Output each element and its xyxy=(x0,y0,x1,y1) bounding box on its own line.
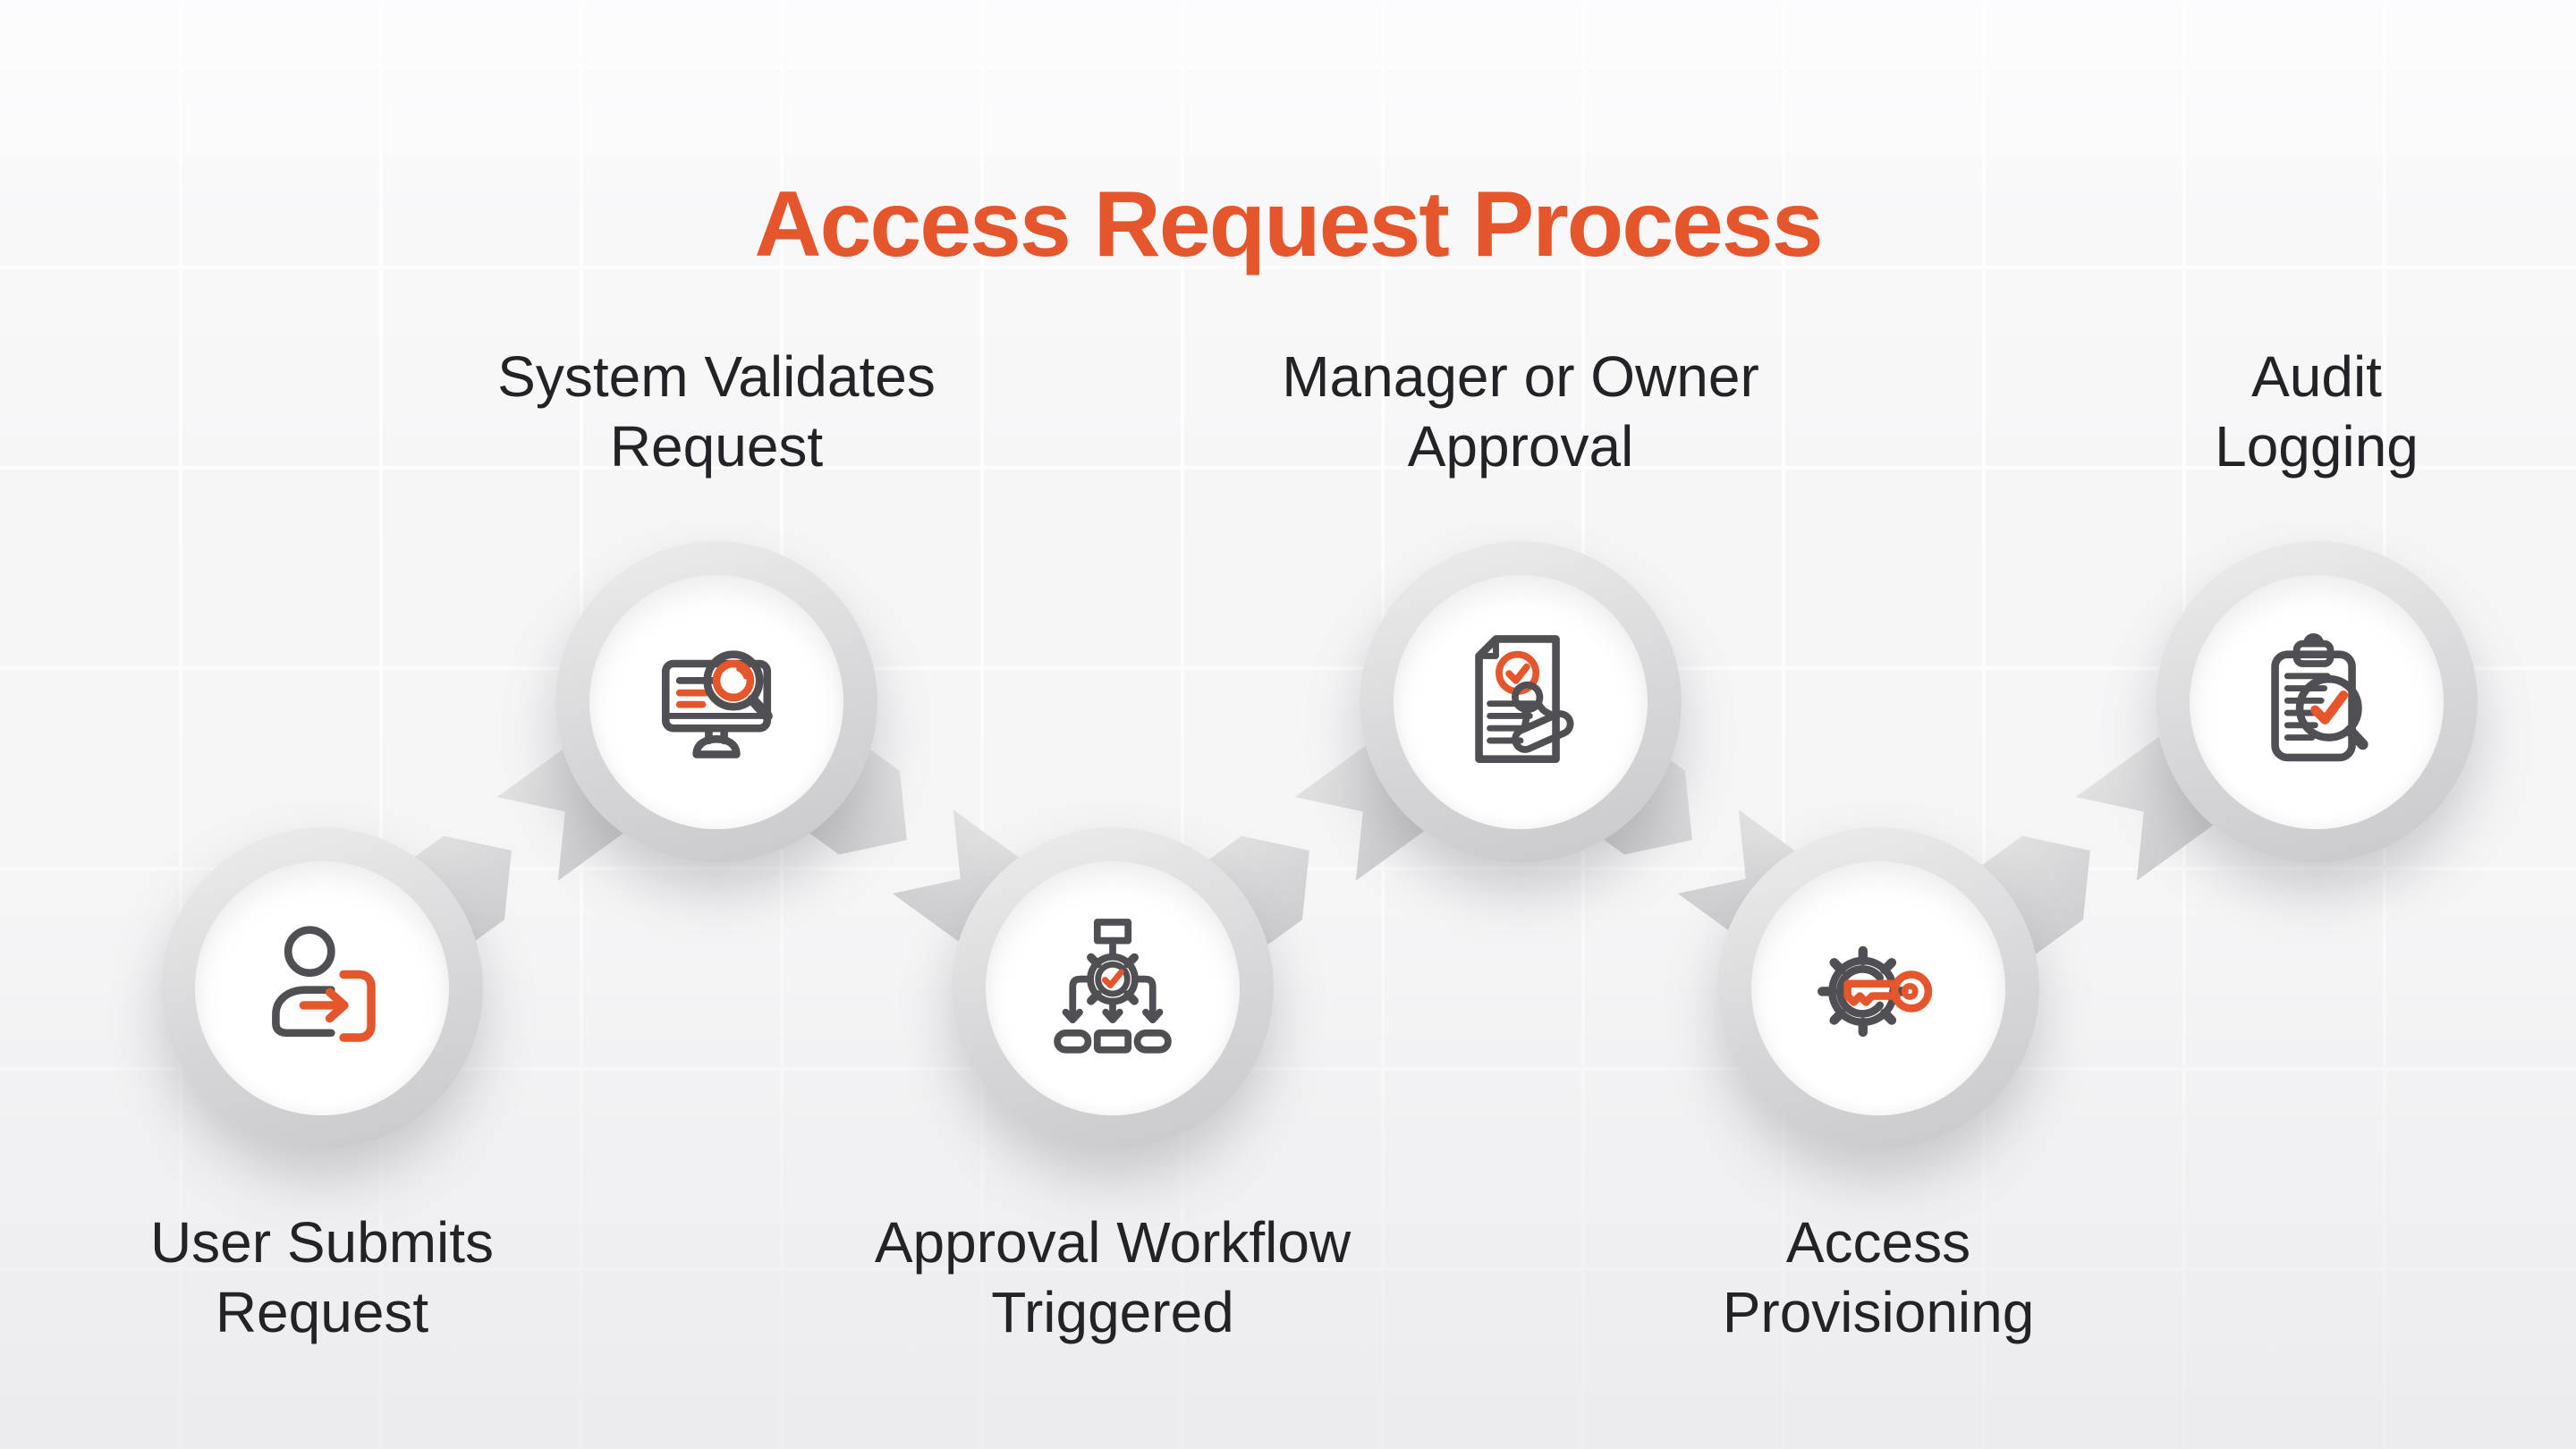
step-ring xyxy=(2156,541,2478,863)
step-node-1 xyxy=(161,827,483,1149)
workflow-gear-check-icon xyxy=(1054,919,1172,1054)
step-label-2: System Validates Request xyxy=(497,344,936,479)
step-node-2 xyxy=(555,541,877,863)
step-circle xyxy=(1394,575,1648,829)
step-ring xyxy=(555,541,877,863)
step-label-4: Manager or Owner Approval xyxy=(1282,344,1759,479)
step-node-4 xyxy=(1360,541,1682,863)
step-circle xyxy=(986,861,1240,1115)
clipboard-search-check-icon xyxy=(2271,633,2368,762)
gear-key-icon xyxy=(1818,945,1933,1038)
step-label-3: Approval Workflow Triggered xyxy=(874,1210,1352,1345)
step-circle xyxy=(1751,861,2005,1115)
step-ring xyxy=(952,827,1274,1149)
step-label-5: Access Provisioning xyxy=(1722,1210,2035,1345)
document-stamp-approval-icon xyxy=(1475,635,1574,763)
step-ring xyxy=(161,827,483,1149)
step-label-1: User Submits Request xyxy=(149,1210,495,1345)
step-circle xyxy=(195,861,449,1115)
step-ring xyxy=(1360,541,1682,863)
monitor-search-icon xyxy=(661,650,773,758)
step-ring xyxy=(1717,827,2039,1149)
page-title: Access Request Process xyxy=(754,172,1823,276)
step-circle xyxy=(589,575,843,829)
user-login-icon xyxy=(272,926,376,1042)
step-node-6 xyxy=(2156,541,2478,863)
step-circle xyxy=(2190,575,2444,829)
step-node-5 xyxy=(1717,827,2039,1149)
step-node-3 xyxy=(952,827,1274,1149)
step-label-6: Audit Logging xyxy=(2215,344,2419,479)
